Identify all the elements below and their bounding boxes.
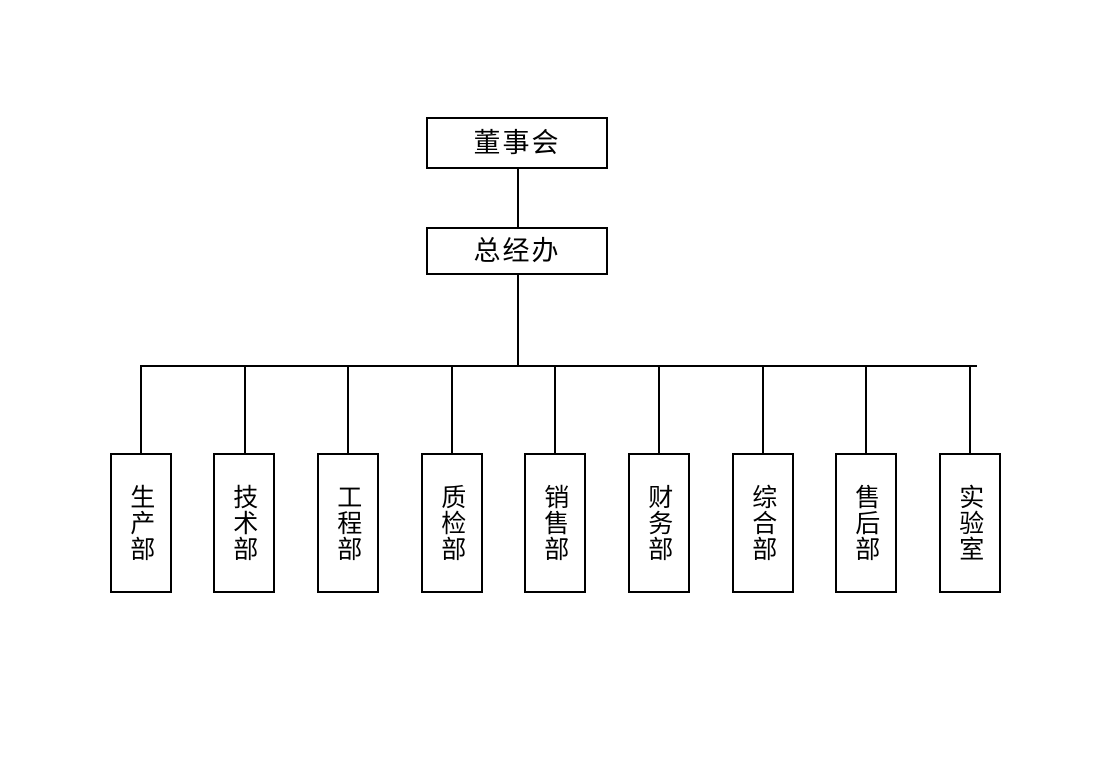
org-node-board[interactable]: 董事会 bbox=[426, 117, 608, 169]
org-node-dept-technology[interactable]: 技术部 bbox=[213, 453, 275, 593]
org-node-dept-laboratory-label: 实验室 bbox=[955, 484, 985, 562]
org-node-gm-office-label: 总经办 bbox=[473, 235, 561, 267]
org-node-dept-general-affairs-label: 综合部 bbox=[748, 484, 778, 562]
org-node-dept-sales-label: 销售部 bbox=[540, 484, 570, 562]
org-node-dept-finance-label: 财务部 bbox=[644, 484, 674, 562]
connector-drop-dept-production bbox=[140, 365, 142, 453]
connector-drop-dept-finance bbox=[658, 365, 660, 453]
connector-drop-dept-general-affairs bbox=[762, 365, 764, 453]
org-node-dept-quality[interactable]: 质检部 bbox=[421, 453, 483, 593]
connector-drop-dept-engineering bbox=[347, 365, 349, 453]
org-node-dept-laboratory[interactable]: 实验室 bbox=[939, 453, 1001, 593]
org-node-dept-engineering-label: 工程部 bbox=[333, 484, 363, 562]
org-node-dept-production-label: 生产部 bbox=[126, 484, 156, 562]
connector-drop-dept-sales bbox=[554, 365, 556, 453]
org-node-dept-after-sales-label: 售后部 bbox=[851, 484, 881, 562]
connector-drop-dept-laboratory bbox=[969, 365, 971, 453]
connector-drop-dept-after-sales bbox=[865, 365, 867, 453]
org-node-dept-after-sales[interactable]: 售后部 bbox=[835, 453, 897, 593]
org-node-dept-finance[interactable]: 财务部 bbox=[628, 453, 690, 593]
connector-board-to-gm-office bbox=[517, 169, 519, 227]
org-node-gm-office[interactable]: 总经办 bbox=[426, 227, 608, 275]
org-node-dept-general-affairs[interactable]: 综合部 bbox=[732, 453, 794, 593]
connector-gm-office-stem bbox=[517, 275, 519, 367]
org-node-dept-engineering[interactable]: 工程部 bbox=[317, 453, 379, 593]
org-node-dept-technology-label: 技术部 bbox=[229, 484, 259, 562]
connector-drop-dept-quality bbox=[451, 365, 453, 453]
connector-drop-dept-technology bbox=[244, 365, 246, 453]
org-node-dept-quality-label: 质检部 bbox=[437, 484, 467, 562]
org-node-dept-sales[interactable]: 销售部 bbox=[524, 453, 586, 593]
org-node-board-label: 董事会 bbox=[473, 127, 561, 159]
connector-department-bus bbox=[141, 365, 977, 367]
org-node-dept-production[interactable]: 生产部 bbox=[110, 453, 172, 593]
